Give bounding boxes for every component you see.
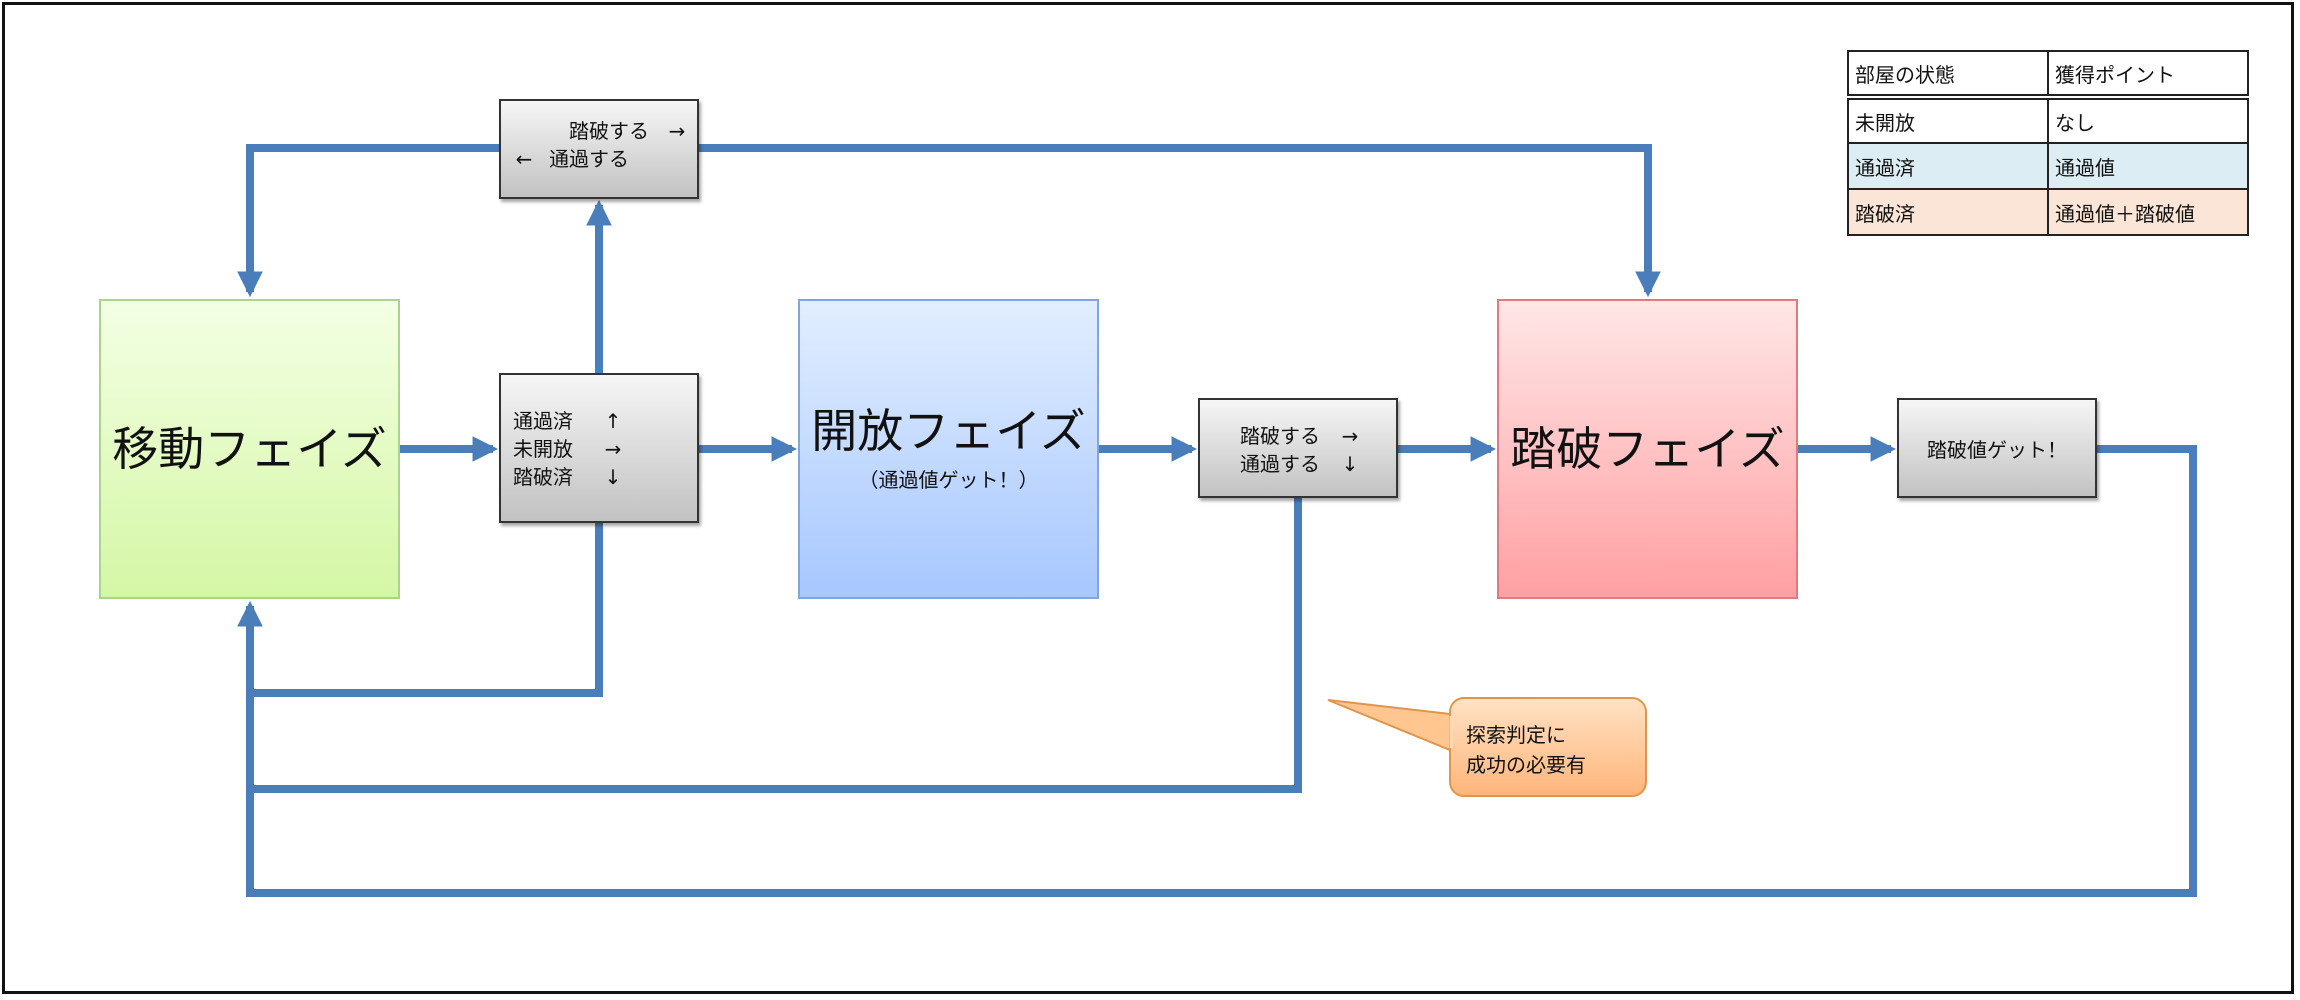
decision-left-label-2: 未開放 xyxy=(513,437,573,461)
arrow-mid-down-loop xyxy=(250,498,1302,793)
arrow-top-to-move xyxy=(237,144,499,298)
arrow-get-return-loop xyxy=(246,445,2197,897)
decision-box-left: 通過済 ↑ 未開放 → 踏破済 ↓ xyxy=(499,373,699,523)
callout-line-2: 成功の必要有 xyxy=(1466,753,1586,777)
decision-mid-label-2: 通過する xyxy=(1240,452,1320,476)
clear-phase-title: 踏破フェイズ xyxy=(1510,421,1785,476)
decision-left-label-3: 踏破済 xyxy=(513,465,573,489)
legend-row: 通過済 通過値 xyxy=(1847,142,2249,190)
clear-value-get-box: 踏破値ゲット！ xyxy=(1897,398,2097,498)
legend-header-row: 部屋の状態 獲得ポイント xyxy=(1847,50,2249,100)
arrow-top-to-clear xyxy=(699,144,1661,298)
down-arrow-icon: ↓ xyxy=(1341,452,1359,476)
legend-points-cell: 通過値 xyxy=(2047,142,2249,190)
decision-box-mid: 踏破する → 通過する ↓ xyxy=(1198,398,1398,498)
decision-top-label-1: 踏破する xyxy=(569,119,649,143)
right-arrow-icon: → xyxy=(668,119,686,143)
move-phase-title: 移動フェイズ xyxy=(112,421,387,476)
right-arrow-icon: → xyxy=(1341,424,1359,448)
decision-box-top: 踏破する → ← 通過する xyxy=(499,99,699,199)
legend-row: 未開放 なし xyxy=(1847,96,2249,144)
legend-state-cell: 踏破済 xyxy=(1847,188,2049,236)
callout-line-1: 探索判定に xyxy=(1466,723,1566,747)
move-phase-box: 移動フェイズ xyxy=(99,299,400,599)
down-arrow-icon: ↓ xyxy=(604,465,622,489)
legend-state-cell: 未開放 xyxy=(1847,96,2049,144)
arrow-decision-down-loop xyxy=(237,523,603,697)
clear-value-get-label: 踏破値ゲット！ xyxy=(1927,437,2067,462)
open-phase-title: 開放フェイズ xyxy=(811,404,1086,459)
decision-mid-label-1: 踏破する xyxy=(1240,424,1320,448)
decision-top-label-2: 通過する xyxy=(549,147,629,171)
callout-tail xyxy=(1327,699,1451,752)
open-phase-box: 開放フェイズ （通過値ゲット！） xyxy=(798,299,1099,599)
open-phase-subtitle: （通過値ゲット！） xyxy=(858,467,1039,492)
legend-points-cell: 通過値＋踏破値 xyxy=(2047,188,2249,236)
decision-left-label-1: 通過済 xyxy=(513,409,573,433)
right-arrow-icon: → xyxy=(604,437,622,461)
legend-points-cell: なし xyxy=(2047,96,2249,144)
callout-text: 探索判定に 成功の必要有 xyxy=(1450,698,1646,796)
up-arrow-icon: ↑ xyxy=(604,409,622,433)
legend-header-points: 獲得ポイント xyxy=(2047,50,2249,100)
legend-header-state: 部屋の状態 xyxy=(1847,50,2049,100)
left-arrow-icon: ← xyxy=(515,147,533,171)
legend-table: 部屋の状態 獲得ポイント 未開放 なし 通過済 通過値 踏破済 通過値＋踏破値 xyxy=(1847,50,2249,236)
clear-phase-box: 踏破フェイズ xyxy=(1497,299,1798,599)
legend-state-cell: 通過済 xyxy=(1847,142,2049,190)
legend-row: 踏破済 通過値＋踏破値 xyxy=(1847,188,2249,236)
